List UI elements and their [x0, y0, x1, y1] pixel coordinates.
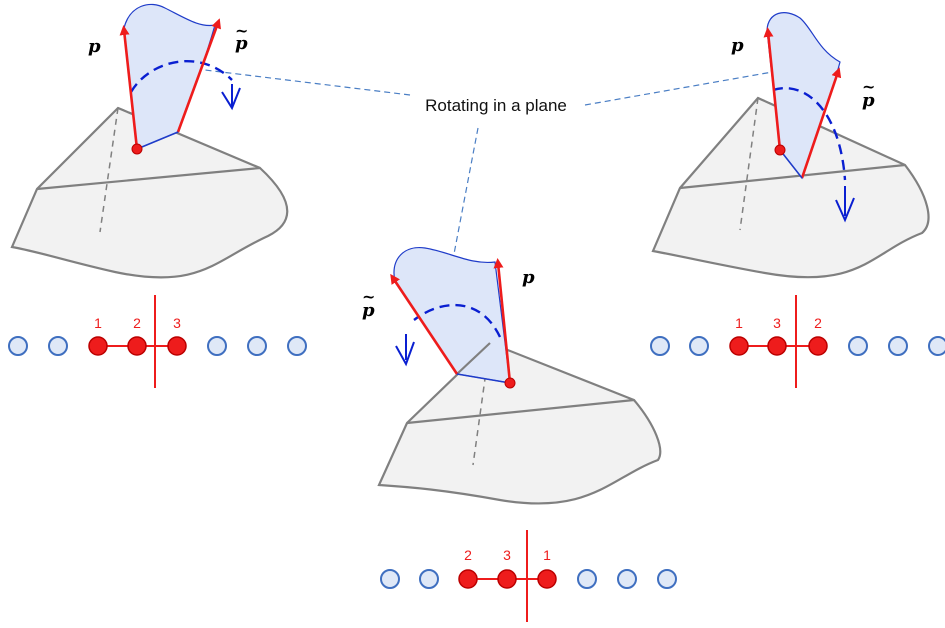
base-line-left — [136, 131, 179, 150]
hidden-edge-left — [99, 107, 119, 233]
bead-blue — [287, 336, 307, 356]
surface-ridge-left — [36, 166, 261, 191]
bead-red — [458, 569, 478, 589]
bead-blue — [888, 336, 908, 356]
vector-p-middle — [493, 258, 512, 384]
label-p-left: p — [88, 36, 101, 57]
bead-number: 2 — [814, 315, 822, 331]
rotation-arrowhead-right — [835, 197, 855, 223]
surface-edge-middle — [456, 342, 491, 375]
bead-blue — [689, 336, 709, 356]
bead-number: 1 — [543, 547, 551, 563]
label-p-right: p — [731, 35, 744, 56]
surface-middle — [377, 341, 662, 505]
bead-red — [127, 336, 147, 356]
tilde-middle: ~ — [362, 287, 375, 306]
panel-right: p p ~ 1 3 2 — [650, 12, 945, 388]
bead-red — [497, 569, 517, 589]
vector-ptilde-middle — [390, 273, 459, 375]
rotation-plane-middle — [393, 246, 511, 384]
bead-blue — [848, 336, 868, 356]
bead-blue — [577, 569, 597, 589]
origin-point-right — [774, 144, 786, 156]
bead-number: 2 — [133, 315, 141, 331]
bead-blue-partial — [928, 336, 945, 356]
rotation-arrowhead-left — [221, 87, 241, 111]
caption-text: Rotating in a plane — [425, 96, 567, 115]
bead-red — [88, 336, 108, 356]
bead-red — [808, 336, 828, 356]
bead-number: 1 — [94, 315, 102, 331]
rotation-arc-right — [772, 87, 847, 181]
bead-blue — [419, 569, 439, 589]
bead-chain-left: 1 2 3 — [8, 295, 307, 388]
tilde-left: ~ — [235, 21, 248, 40]
base-line-middle — [456, 373, 511, 384]
surface-right — [651, 96, 930, 279]
label-ptilde-left: p — [235, 33, 248, 54]
leader-left — [204, 69, 411, 96]
label-ptilde-middle: p — [362, 300, 375, 321]
rotation-arrowhead-middle — [395, 341, 415, 367]
bead-blue — [617, 569, 637, 589]
rotation-arc-left — [129, 59, 233, 93]
hidden-edge-right — [739, 97, 759, 231]
bead-number: 2 — [464, 547, 472, 563]
bead-blue — [207, 336, 227, 356]
leader-middle — [449, 127, 479, 276]
bead-red — [729, 336, 749, 356]
bead-chain-middle: 2 3 1 — [380, 530, 677, 622]
base-line-right — [779, 149, 803, 179]
bead-red — [167, 336, 187, 356]
bead-chain-right: 1 3 2 — [650, 295, 945, 388]
surface-ridge-middle — [406, 398, 635, 425]
panel-left: p p ~ 1 2 3 — [8, 3, 307, 388]
bead-blue — [8, 336, 28, 356]
bead-blue — [650, 336, 670, 356]
bead-red — [537, 569, 557, 589]
bead-blue — [657, 569, 677, 589]
bead-number: 3 — [173, 315, 181, 331]
tilde-right: ~ — [862, 77, 875, 96]
hidden-edge-middle — [472, 342, 491, 466]
vector-p-right — [763, 27, 782, 151]
rotation-arc-middle — [413, 303, 502, 338]
bead-blue — [48, 336, 68, 356]
bead-number: 3 — [773, 315, 781, 331]
label-p-middle: p — [522, 267, 535, 288]
surface-left — [10, 106, 289, 279]
bead-red — [767, 336, 787, 356]
bead-number: 1 — [735, 315, 743, 331]
label-ptilde-right: p — [862, 90, 875, 111]
vector-p-left — [119, 25, 139, 150]
bead-number: 3 — [503, 547, 511, 563]
vector-ptilde-right — [800, 67, 842, 179]
caption-leaders — [204, 67, 796, 276]
surface-ridge-right — [679, 163, 906, 190]
panel-middle: p p ~ 2 3 1 — [362, 246, 677, 622]
bead-blue — [380, 569, 400, 589]
origin-point-middle — [504, 377, 516, 389]
leader-right — [584, 67, 796, 106]
origin-point-left — [131, 143, 143, 155]
vector-ptilde-left — [176, 18, 221, 133]
rotation-plane-left — [123, 3, 216, 150]
bead-blue — [247, 336, 267, 356]
